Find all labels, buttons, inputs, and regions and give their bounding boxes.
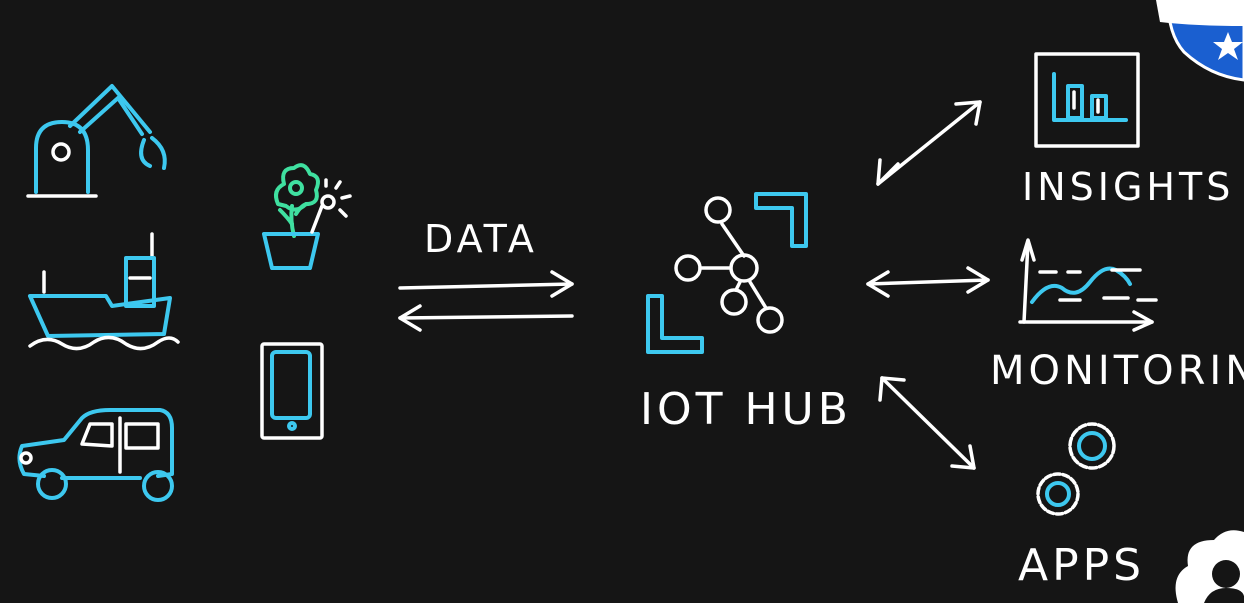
monitoring-label: MONITORING — [990, 348, 1244, 394]
flower-sensor-icon — [262, 163, 352, 270]
line-chart-icon — [1018, 238, 1158, 332]
robot-arm-icon — [26, 84, 167, 198]
hub-network-icon — [646, 192, 808, 354]
car-icon — [17, 408, 174, 502]
ship-icon — [28, 232, 180, 351]
bar-chart-icon — [1034, 52, 1140, 148]
phone-icon — [260, 342, 324, 440]
apps-label: APPS — [1018, 540, 1145, 591]
avatar-icon — [1175, 530, 1244, 603]
iot-hub-label: IOT HUB — [640, 384, 852, 435]
data-label: DATA — [424, 217, 538, 261]
badge-star-icon — [1156, 0, 1244, 82]
data-arrows — [398, 270, 574, 332]
gears-icon — [1036, 422, 1116, 516]
insights-label: INSIGHTS — [1022, 165, 1234, 209]
output-arrows — [866, 100, 990, 470]
